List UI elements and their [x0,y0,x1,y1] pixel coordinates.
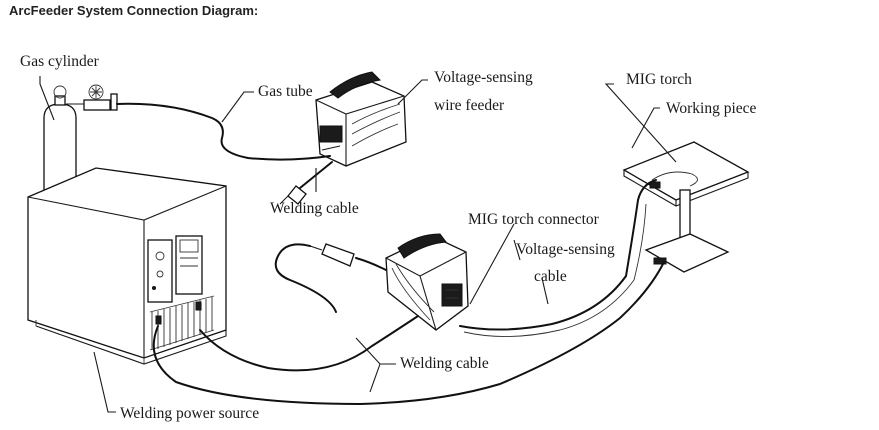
label-welding-power-source: Welding power source [120,405,259,422]
torch-top [279,161,333,205]
label-working-piece: Working piece [666,100,757,117]
welding-cable-torch [274,243,337,313]
label-gas-tube: Gas tube [258,83,313,100]
work-table [622,141,750,273]
voltage-sensing-cable-2 [463,203,647,337]
label-voltage-sensing-cable-1: Voltage-sensing [516,241,615,258]
torch-bottom [309,243,387,271]
label-mig-torch-connector: MIG torch connector [468,211,600,228]
label-welding-cable-bottom: Welding cable [400,355,489,372]
label-wire-feeder-2: wire feeder [434,97,505,114]
wire-feeder-top [315,71,407,167]
voltage-sensing-cable [459,179,657,331]
label-welding-cable-top: Welding cable [270,200,359,217]
label-mig-torch: MIG torch [626,71,692,88]
welding-power-source [27,167,227,365]
welding-cable-work [152,261,665,406]
label-wire-feeder-1: Voltage-sensing [434,69,533,86]
gas-tube-line [116,102,331,161]
page-title: ArcFeeder System Connection Diagram: [9,3,259,18]
wire-feeder-bottom [385,233,469,331]
label-gas-cylinder: Gas cylinder [20,53,100,70]
label-voltage-sensing-cable-2: cable [534,268,567,285]
welding-cable-feeder [199,315,419,372]
